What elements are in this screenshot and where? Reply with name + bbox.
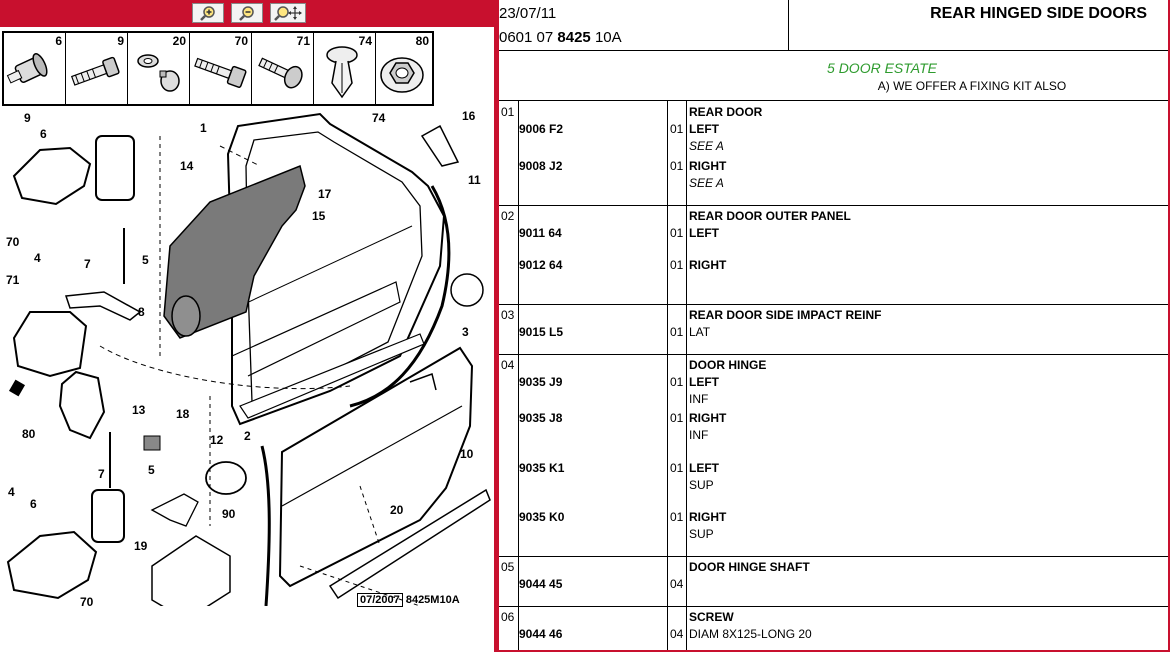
column-line xyxy=(667,101,668,650)
drawing-reference: 07/2007 8425M10A xyxy=(357,593,490,608)
header-date: 23/07/11 xyxy=(499,5,557,22)
header-reference: 0601 07 8425 10A xyxy=(499,29,622,46)
callout-4b: 4 xyxy=(8,485,15,499)
callout-10: 10 xyxy=(460,447,474,461)
divider xyxy=(499,304,1170,305)
part-number[interactable]: 9006 F2 xyxy=(519,122,564,136)
callout-70b: 70 xyxy=(80,595,94,606)
callout-12: 12 xyxy=(210,433,224,447)
callout-5b: 5 xyxy=(148,463,155,477)
bolt-icon xyxy=(70,56,120,86)
callout-13: 13 xyxy=(132,403,146,417)
fixing-cell[interactable]: 20 xyxy=(128,33,190,104)
callout-19: 19 xyxy=(134,539,148,553)
callout-20: 20 xyxy=(390,503,404,517)
column-line xyxy=(686,101,687,650)
header-divider xyxy=(788,0,789,50)
callout-8: 8 xyxy=(138,305,145,319)
callout-11: 11 xyxy=(468,173,481,187)
fixings-strip: 6 9 20 70 71 74 80 xyxy=(2,31,434,106)
divider xyxy=(499,205,1170,206)
callout-4: 4 xyxy=(34,251,41,265)
frame-border xyxy=(499,650,1170,652)
washer-icon xyxy=(137,54,180,92)
diagram-toolbar xyxy=(0,0,494,27)
callout-80: 80 xyxy=(22,427,36,441)
callout-17: 17 xyxy=(318,187,332,201)
model-subtitle: 5 DOOR ESTATE xyxy=(827,60,937,76)
callout-9: 9 xyxy=(24,111,31,125)
callout-1: 1 xyxy=(200,121,207,135)
part-number[interactable]: 9035 J9 xyxy=(519,375,563,389)
callout-7b: 7 xyxy=(98,467,105,481)
fixing-kit-note: A) WE OFFER A FIXING KIT ALSO xyxy=(877,79,1067,93)
part-number[interactable]: 9012 64 xyxy=(519,258,563,272)
part-number[interactable]: 9044 46 xyxy=(519,627,563,641)
part-number[interactable]: 9044 45 xyxy=(519,577,563,591)
callout-15: 15 xyxy=(312,209,326,223)
fixing-cell[interactable]: 6 xyxy=(4,33,66,104)
callout-14: 14 xyxy=(180,159,194,173)
part-number[interactable]: 9015 L5 xyxy=(519,325,564,339)
callout-71: 71 xyxy=(6,273,20,287)
divider xyxy=(499,354,1170,355)
fixing-cell[interactable]: 70 xyxy=(190,33,252,104)
diagram-pane: 6 9 20 70 71 74 80 xyxy=(0,0,494,652)
callout-7: 7 xyxy=(84,257,91,271)
callout-5: 5 xyxy=(142,253,149,267)
fixing-cell[interactable]: 80 xyxy=(376,33,432,104)
part-number[interactable]: 9008 J2 xyxy=(519,159,563,173)
part-number[interactable]: 9011 64 xyxy=(519,226,562,240)
divider xyxy=(499,50,1170,51)
fixing-cell[interactable]: 74 xyxy=(314,33,376,104)
pane-divider xyxy=(494,0,499,652)
part-number[interactable]: 9035 K0 xyxy=(519,510,565,524)
callout-6: 6 xyxy=(40,127,47,141)
zoom-in-button[interactable] xyxy=(192,3,224,23)
screw-icon xyxy=(258,57,303,89)
callout-74: 74 xyxy=(372,111,386,125)
bolt-icon xyxy=(194,57,247,88)
zoom-move-icon xyxy=(274,6,302,21)
callout-90: 90 xyxy=(222,507,236,521)
callout-70: 70 xyxy=(6,235,20,249)
screw-icon xyxy=(6,53,48,84)
zoom-out-icon xyxy=(239,6,254,21)
zoom-in-icon xyxy=(200,6,215,21)
nut-icon xyxy=(380,57,424,93)
divider xyxy=(499,556,1170,557)
callout-2: 2 xyxy=(244,429,251,443)
zoom-move-button[interactable] xyxy=(270,3,306,23)
callout-3: 3 xyxy=(462,325,469,339)
parts-list-pane: 23/07/11 0601 07 8425 10A REAR HINGED SI… xyxy=(499,0,1170,652)
divider xyxy=(499,606,1170,607)
clip-icon xyxy=(326,46,358,99)
exploded-parts-diagram: 9 6 70 4 7 5 71 8 80 13 18 4 6 70 7 5 19… xyxy=(6,109,491,606)
page-title: REAR HINGED SIDE DOORS xyxy=(930,5,1147,22)
fixing-cell[interactable]: 9 xyxy=(66,33,128,104)
column-line xyxy=(518,101,519,650)
callout-6b: 6 xyxy=(30,497,37,511)
callout-16: 16 xyxy=(462,109,476,123)
part-number[interactable]: 9035 K1 xyxy=(519,461,565,475)
frame-border xyxy=(1168,0,1170,652)
zoom-out-button[interactable] xyxy=(231,3,263,23)
callout-18: 18 xyxy=(176,407,190,421)
fixing-cell[interactable]: 71 xyxy=(252,33,314,104)
divider xyxy=(499,100,1170,101)
part-number[interactable]: 9035 J8 xyxy=(519,411,563,425)
